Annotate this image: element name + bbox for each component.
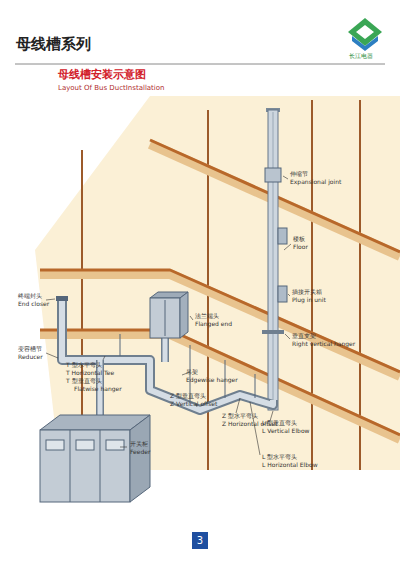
part-label: Flatwise hanger [74,386,122,393]
part-label: T 型垂直弯头 [66,378,102,385]
part-label: Z 型垂直弯头 [170,393,206,400]
part-label: 开关柜 [130,441,148,448]
part-label: T 型水平弯头 [66,362,102,369]
flanged-end-box [150,292,188,338]
part-label: 吊架 [186,369,198,376]
feeder-cabinet [40,415,150,502]
part-label: Right vertical hanger [292,341,355,348]
page-number: 3 [196,534,204,547]
part-label: Z 型水平弯头 [222,413,258,420]
logo [348,18,382,51]
part-label: L 型水平弯头 [262,454,297,461]
hangers [120,334,255,403]
header-text: 长江电器 [349,53,373,60]
part-label: Flanged end [195,321,232,328]
leader-lines [46,176,291,455]
end-closer [56,296,68,301]
floor-slabs [40,140,400,439]
part-label: 终端封头 [18,293,42,300]
part-label: 插接开关箱 [292,289,322,296]
part-label: 伸缩节 [290,171,308,178]
part-label: Feeder [130,449,150,456]
part-label: End closer [18,301,49,308]
part-label: L Horizontal Elbow [262,462,318,469]
part-label: L 型垂直弯头 [262,420,297,427]
page-number-box: 3 [192,532,208,549]
header-text: 母线槽系列 [16,36,91,53]
part-label: Reducer [18,354,43,361]
busduct-riser [262,108,287,410]
header-text: Layout Of Bus DuctInstallation [58,84,165,92]
part-label: Z Vertical offset [170,401,217,408]
part-label: Expansional joint [290,179,341,186]
part-label: 垂直支架 [292,333,316,340]
part-label: T Horizontal Tee [66,370,114,377]
part-label: 变容槽节 [18,346,42,353]
background-wash [35,96,400,470]
part-label: 楼板 [293,236,305,243]
part-label: Floor [293,244,308,251]
part-label: Edgewise hanger [186,377,238,384]
part-label: Plug in unit [292,297,326,304]
part-label: L Vertical Elbow [262,428,309,435]
header-rule [15,64,385,65]
part-label: 法兰端头 [195,313,219,320]
diagram-title: 母线槽安装示意图 [58,69,146,82]
